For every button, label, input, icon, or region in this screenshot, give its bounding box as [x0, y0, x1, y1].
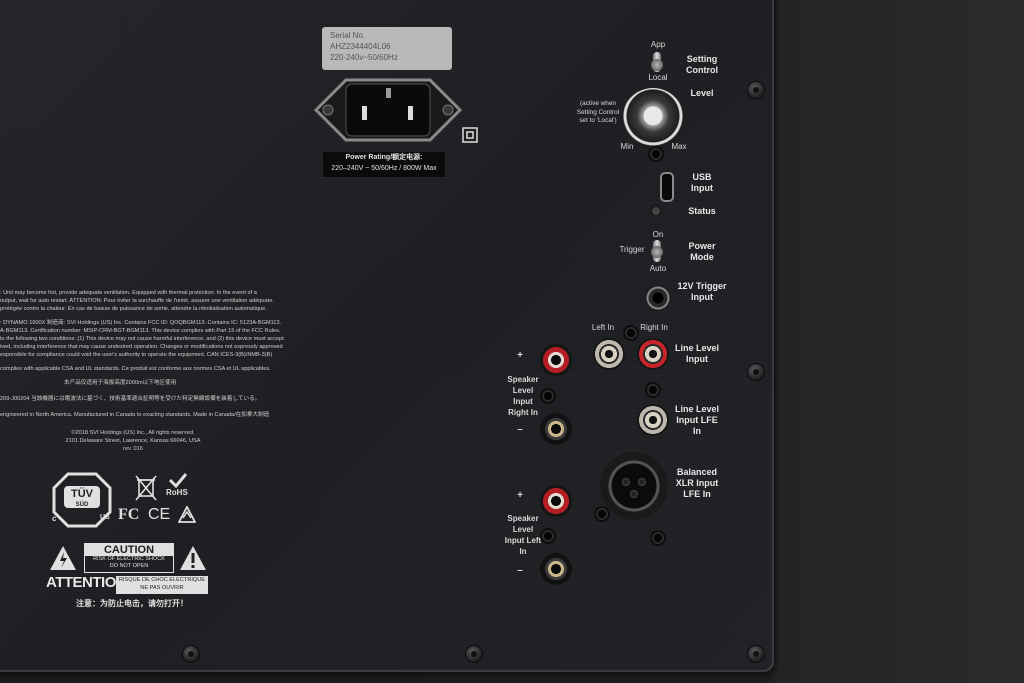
line-level-lfe-label: Line Level Input LFE In: [674, 404, 719, 436]
panel-screw: [748, 646, 764, 662]
level-mount: [648, 146, 664, 162]
right-in-label: Right In: [640, 323, 668, 332]
caution-box: CAUTION RISK OF ELECTRIC SHOCK DO NOT OP…: [84, 543, 174, 573]
serial-voltage: 220-240v~50/60Hz: [330, 53, 398, 62]
panel-screw: [748, 82, 764, 98]
mount-hole: [594, 506, 610, 522]
line-input-lfe-jack[interactable]: [637, 404, 669, 436]
speaker-left-plus: +: [517, 490, 523, 501]
attention-sub2: NE PAS OUVRIR: [140, 585, 184, 591]
c-mark: c: [52, 514, 57, 523]
status-label: Status: [688, 206, 716, 216]
speaker-left-positive-post[interactable]: [540, 485, 572, 517]
speaker-left-minus: –: [517, 565, 523, 576]
level-knob[interactable]: [622, 88, 684, 150]
level-active-note: (active when Setting Control set to 'Loc…: [576, 100, 620, 124]
mount-hole: [623, 325, 639, 341]
status-led: [652, 207, 660, 215]
attention-title: ATTENTION: [46, 574, 127, 591]
local-label: Local: [648, 73, 668, 82]
power-rating-label: Power Rating/额定电源: 220–240V ~ 50/60Hz / …: [323, 152, 445, 177]
double-insulation-icon: [462, 127, 478, 143]
level-min-label: Min: [620, 142, 634, 151]
left-in-label: Left In: [591, 323, 615, 332]
line-level-input-label: Line Level Input: [674, 343, 719, 364]
weee-bin-icon: [135, 475, 157, 501]
balanced-xlr-label: Balanced XLR Input LFE In: [675, 467, 719, 499]
legal-line: : DYNAMO 1600X 制造商: SVI Holdings (US) In…: [0, 320, 282, 326]
line-input-right-jack[interactable]: [637, 338, 669, 370]
copyright-line: 2101 Delaware Street, Lawrence, Kansas 6…: [65, 438, 201, 444]
legal-line: protégée contre la chaleur. En cas de ba…: [0, 306, 267, 312]
legal-line: A-BGM113. Certification number: MSIP-CRM…: [0, 328, 281, 334]
level-label: Level: [690, 88, 714, 98]
copyright-line: rev. 016: [123, 446, 143, 452]
legal-line: to the following two conditions: (1) Thi…: [0, 336, 284, 342]
mount-hole: [645, 382, 661, 398]
ce-mark: CE: [148, 506, 171, 523]
mount-hole: [540, 528, 556, 544]
us-mark: US: [100, 514, 110, 521]
speaker-left-label: Speaker Level Input Left In: [504, 514, 542, 556]
power-rating-title: Power Rating/额定电源:: [345, 154, 423, 161]
shock-warning-icon: [50, 546, 76, 570]
attention-box: RISQUE DE CHOC ELECTRIQUE NE PAS OUVRIR: [116, 576, 208, 594]
usb-input-label: USB Input: [691, 172, 713, 193]
serial-title: Serial No.: [330, 31, 366, 40]
serial-label: Serial No. AHZ2344404L06 220-240v~50/60H…: [322, 27, 452, 70]
panel-screw: [183, 646, 199, 662]
app-label: App: [650, 40, 666, 49]
usb-port[interactable]: [660, 172, 674, 202]
speaker-right-label: Speaker Level Input Right In: [507, 375, 539, 417]
caution-title: CAUTION: [85, 544, 173, 556]
copyright-line: ©2018 SVI Holdings (US) Inc., All rights…: [71, 430, 195, 436]
level-max-label: Max: [671, 142, 687, 151]
tuv-text: TÜV: [71, 488, 93, 500]
sud-text: SÜD: [75, 502, 89, 508]
xlr-input-jack[interactable]: [600, 452, 668, 520]
exclamation-warning-icon: [180, 546, 206, 570]
rohs-text: RoHS: [166, 488, 188, 497]
setting-control-label: Setting Control: [686, 54, 718, 75]
legal-line: complies with applicable CSA and UL stan…: [0, 366, 271, 372]
chinese-warning: 注意：为防止电击，请勿打开！: [76, 599, 188, 608]
speaker-right-negative-post[interactable]: [540, 413, 572, 445]
legal-line: 209-J00204 当該機器には電波法に基づく、技術基準適合証明等を受けた特定…: [0, 396, 261, 402]
panel-screw: [748, 364, 764, 380]
auto-label: Auto: [649, 264, 667, 273]
legal-line: output, wait for auto restart. ATTENTION…: [0, 298, 274, 304]
line-input-left-jack[interactable]: [593, 338, 625, 370]
legal-line: : Unit may become hot, provide adequate …: [0, 290, 257, 296]
panel-screw: [466, 646, 482, 662]
speaker-right-plus: +: [517, 350, 523, 361]
fc-mark: FC: [118, 506, 140, 523]
mount-hole: [650, 530, 666, 546]
speaker-right-minus: –: [517, 424, 523, 435]
trigger-input-label: 12V Trigger Input: [677, 281, 727, 302]
legal-line: ived, including interference that may ca…: [0, 344, 283, 350]
tuv-sud-mark: [52, 472, 112, 528]
speaker-right-positive-post[interactable]: [540, 344, 572, 376]
mount-hole: [540, 388, 556, 404]
legal-line: 本产品仅适用于海拔高度2000m以下地区使用: [64, 380, 177, 386]
speaker-left-negative-post[interactable]: [540, 553, 572, 585]
legal-line: esponsible for compliance could void the…: [0, 352, 273, 358]
rcm-mark-icon: [178, 506, 196, 523]
caution-sub2: DO NOT OPEN: [109, 563, 149, 569]
legal-line: engineered in North America. Manufacture…: [0, 412, 270, 418]
power-mode-toggle[interactable]: [651, 240, 663, 262]
attention-sub1: RISQUE DE CHOC ELECTRIQUE: [118, 577, 206, 583]
on-label: On: [652, 230, 664, 239]
rohs-check-icon: [168, 473, 188, 488]
trigger-jack[interactable]: [645, 285, 671, 311]
caution-sub1: RISK OF ELECTRIC SHOCK: [93, 556, 165, 562]
setting-control-toggle[interactable]: [651, 52, 663, 72]
power-mode-label: Power Mode: [688, 241, 716, 262]
serial-number: AHZ2344404L06: [330, 42, 391, 51]
power-rating-value: 220–240V ~ 50/60Hz / 800W Max: [331, 165, 437, 172]
trigger-label: Trigger: [619, 245, 645, 254]
iec-power-inlet[interactable]: [310, 76, 466, 144]
